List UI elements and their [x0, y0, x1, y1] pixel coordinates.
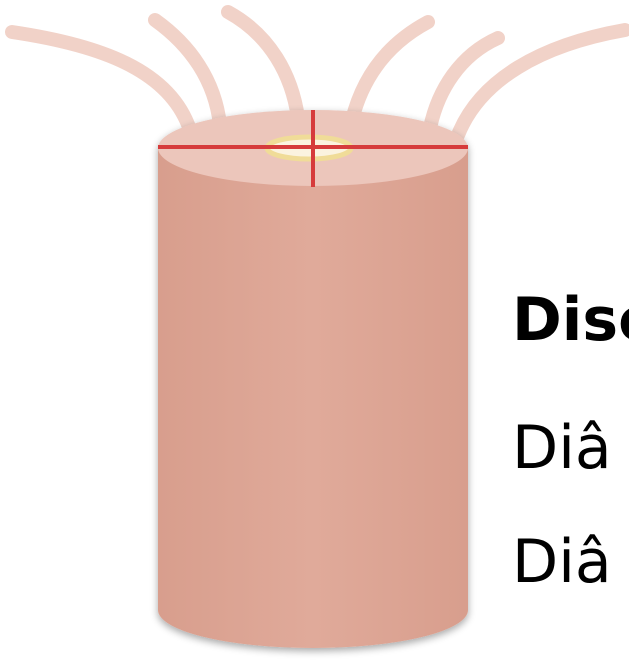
- caption-line-1: Diâ: [512, 418, 612, 478]
- cylinder-body: [158, 148, 468, 648]
- title-text: Disc: [512, 290, 629, 350]
- fiber-strand: [228, 12, 298, 118]
- cylinder: [158, 110, 468, 648]
- fiber-strand: [352, 22, 428, 120]
- caption-line-2: Diâ: [512, 532, 612, 592]
- fiber-strand: [12, 32, 190, 130]
